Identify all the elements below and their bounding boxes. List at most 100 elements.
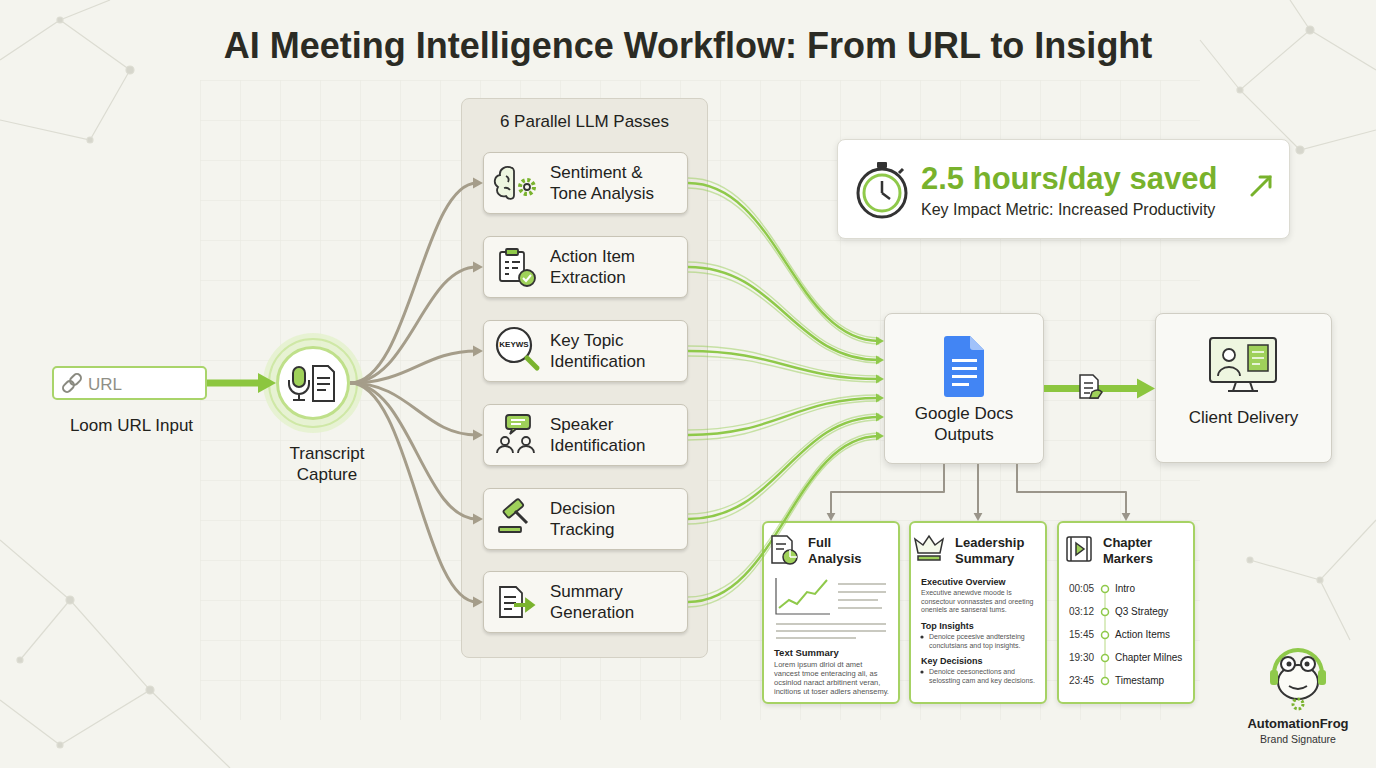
connector [827,464,944,521]
arrow-head [876,432,884,441]
connector [350,262,483,384]
clipboard-icon-part [505,262,520,274]
speaker-icon-part [518,446,534,453]
frog-logo-part [1278,665,1318,699]
node-text: Key Topic Identification [550,330,675,372]
process-box: Key Topic Identification [483,320,688,382]
bullet-dots [920,635,923,673]
connector-line [977,464,979,516]
network-decoration-part [1247,557,1253,563]
client-icon-part [1252,352,1264,364]
node-text: 15:45 [1069,628,1094,641]
transcript-icon-part [313,366,334,401]
flow-strand [688,356,879,382]
node-text: Executive Overview [921,577,1006,588]
network-decoration-part [1200,0,1376,150]
node-text: Key Impact Metric: Increased Productivit… [921,200,1215,220]
output-card: Leadership SummaryExecutive OverviewExec… [909,521,1047,704]
flow-strand [688,188,879,344]
google-docs-icon [944,336,984,397]
network-decoration-part [1237,87,1243,93]
arrow-head [974,513,983,521]
connector [350,346,483,384]
delivery-box: Client Delivery [1155,313,1332,463]
handoff-icon-part [1090,390,1102,398]
network-decoration-part [87,137,93,143]
node-text: 23:45 [1069,674,1094,687]
frog-logo [1270,650,1326,709]
connector-line [688,351,879,379]
network-decoration-part [17,657,23,663]
summary-icon-part [514,603,527,607]
stopwatch-icon-part [899,169,903,173]
chapter-timeline-part [1102,655,1109,662]
connector [688,413,884,524]
node-text: Q3 Strategy [1115,605,1168,618]
network-decoration-part [1317,577,1323,583]
connector-line [688,183,879,341]
flow-strand [688,414,879,514]
node-text: Executive anewdve moode ls consectour vo… [921,589,1039,615]
connector [688,346,884,383]
clipboard-icon-part [500,252,524,281]
connector [688,432,884,607]
flow-strand [688,262,879,357]
connector [688,394,884,440]
node-text: 03:12 [1069,605,1094,618]
diagram-title: AI Meeting Intelligence Workflow: From U… [0,24,1376,68]
process-box: Summary Generation [483,571,688,633]
arrow-head [258,373,276,393]
network-decoration-part [0,0,130,140]
summary-icon-part [526,599,534,611]
node-text: Top Insights [921,621,974,632]
bullet-dots-part [920,635,923,638]
flow-strand [688,420,879,524]
node-text: Chapter Markers [1103,535,1183,567]
node-text: Leadership Summary [955,535,1041,567]
speaker-icon-part [497,446,513,453]
chapter-timeline [1102,586,1109,685]
chapter-timeline-part [1102,678,1109,685]
metric-callout: 2.5 hours/day savedKey Impact Metric: In… [837,139,1290,239]
flow-strand [688,433,879,597]
node-text: Transcript Capture [277,443,377,485]
gavel-icon-part [515,511,527,523]
film-icon-part [1067,537,1091,561]
frog-logo-part [1270,670,1278,685]
magnifier-icon-part [497,328,531,362]
connector-line [688,436,879,602]
node-text: URL [88,374,122,395]
crown-icon [915,536,943,560]
transcript-icon-part [289,380,309,400]
node-text: Summary Generation [550,581,675,623]
film-icon [1067,537,1091,561]
node-text: Key Decisions [921,656,983,667]
network-decoration-part [1296,146,1304,154]
client-icon-part [1248,345,1268,371]
connector-line [350,183,477,383]
process-circle: Transcript Capture [276,346,350,420]
network-decoration-part [1250,520,1376,640]
brand-tagline: Brand Signature [1228,733,1368,746]
google-docs-icon-part [952,375,977,378]
chapter-timeline-part [1102,632,1109,639]
process-box: Sentiment & Tone Analysis [483,152,688,214]
node-text: Google Docs Outputs [890,403,1038,445]
node-text: Speaker Identification [550,414,675,456]
node-text: 19:30 [1069,651,1094,664]
connector-line [688,267,879,360]
bullet-dots-part [920,670,923,673]
arrow-head [876,356,884,365]
connector [688,262,884,364]
frog-logo-part [1274,650,1322,674]
group-panel: 6 Parallel LLM PassesSentiment & Tone An… [461,98,708,658]
speaker-icon [497,415,534,453]
node-text: 6 Parallel LLM Passes [462,111,707,132]
analysis-card-icon-part [783,550,797,564]
brain-gear-icon-part [520,180,534,194]
arrow-head [876,375,884,384]
speaker-icon-part [510,429,516,434]
arrow-head [1122,513,1131,521]
